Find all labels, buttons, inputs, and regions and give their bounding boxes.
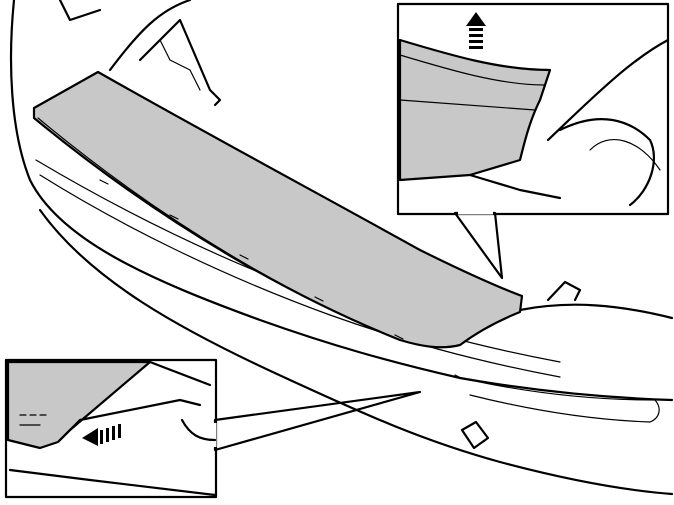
arrow-up-icon (466, 12, 486, 49)
arrow-left-icon (82, 424, 121, 446)
detail-callout-top (396, 2, 670, 280)
bumper-cover-plate (32, 70, 524, 380)
bumper-body (9, 0, 674, 496)
detail-callout-bottom (4, 358, 422, 499)
